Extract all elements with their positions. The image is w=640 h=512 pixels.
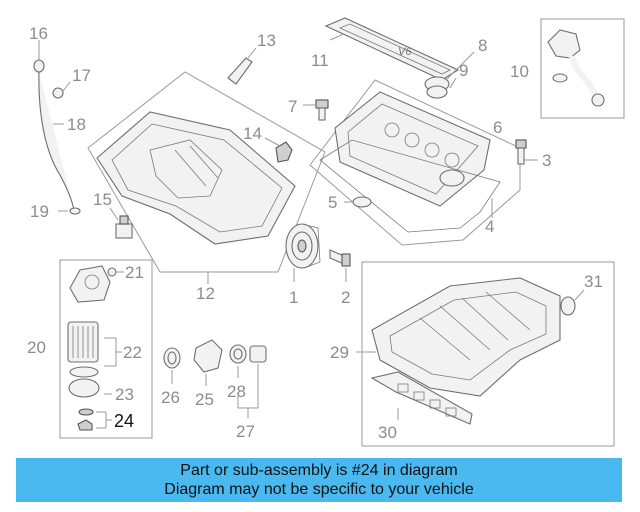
callout-18: 18	[67, 115, 86, 134]
callout-3: 3	[542, 151, 551, 170]
oil-filler-cap-part	[424, 51, 475, 99]
callout-4: 4	[485, 217, 494, 236]
sealant-tube-part	[227, 47, 257, 85]
pulley-bolt-part	[329, 249, 351, 282]
spark-plug-seal-part	[344, 196, 372, 208]
seal-ring-part	[52, 81, 71, 99]
bolt-part	[303, 99, 329, 121]
intake-seal-part	[560, 289, 585, 316]
callout-10: 10	[510, 62, 529, 81]
intake-gasket-part	[370, 371, 473, 425]
oil-pan-part	[96, 111, 296, 245]
engine-cover-part: V6	[324, 17, 460, 81]
breather-hose-box	[540, 18, 625, 119]
callout-13: 13	[257, 31, 276, 50]
oil-filter-housing-part	[69, 265, 124, 303]
oil-filter-element-part	[67, 321, 122, 367]
callout-5: 5	[328, 193, 337, 212]
callout-14: 14	[243, 124, 262, 143]
drain-plug-part	[109, 207, 133, 239]
banner-line-2: Diagram may not be specific to your vehi…	[164, 481, 474, 498]
callout-7: 7	[288, 97, 297, 116]
callout-17: 17	[72, 66, 91, 85]
callout-1: 1	[289, 288, 298, 307]
callout-24: 24	[114, 411, 134, 431]
callout-30: 30	[378, 423, 397, 442]
callout-8: 8	[478, 36, 487, 55]
callout-31: 31	[584, 272, 603, 291]
oil-pan-frame	[87, 71, 326, 284]
valve-cover-gasket-part	[319, 139, 501, 233]
callout-19: 19	[30, 202, 49, 221]
callout-22: 22	[123, 343, 142, 362]
banner-line-1: Part or sub-assembly is #24 in diagram	[180, 462, 458, 479]
oil-level-sensor-part	[264, 137, 293, 163]
callout-15: 15	[93, 190, 112, 209]
oil-filter-frame	[59, 259, 153, 439]
crank-pulley-part	[285, 223, 321, 282]
callout-26: 26	[161, 388, 180, 407]
callout-23: 23	[115, 385, 134, 404]
valve-cover-part	[334, 91, 491, 207]
intake-manifold-box	[361, 261, 615, 447]
intake-manifold-part	[356, 277, 561, 397]
callout-21: 21	[125, 263, 144, 282]
parts-diagram: V6	[27, 17, 625, 447]
cover-bolt-part	[515, 139, 527, 165]
callout-12: 12	[196, 284, 215, 303]
callout-16: 16	[29, 24, 48, 43]
callout-25: 25	[195, 390, 214, 409]
dipstick-part	[33, 40, 81, 215]
breather-hose-part	[547, 29, 605, 107]
callout-29: 29	[330, 343, 349, 362]
callout-20: 20	[27, 338, 46, 357]
oil-cooler-parts	[163, 339, 267, 418]
callout-28: 28	[227, 382, 246, 401]
callout-6: 6	[493, 118, 502, 137]
callout-2: 2	[341, 288, 350, 307]
info-banner: Part or sub-assembly is #24 in diagram D…	[16, 458, 622, 502]
callout-9: 9	[459, 61, 468, 80]
oil-filter-drain-seal-part	[77, 408, 112, 431]
oil-filter-cap-part	[68, 366, 112, 398]
callout-11: 11	[311, 51, 329, 70]
callout-27: 27	[236, 422, 255, 441]
engine-cover-label: V6	[398, 46, 412, 58]
